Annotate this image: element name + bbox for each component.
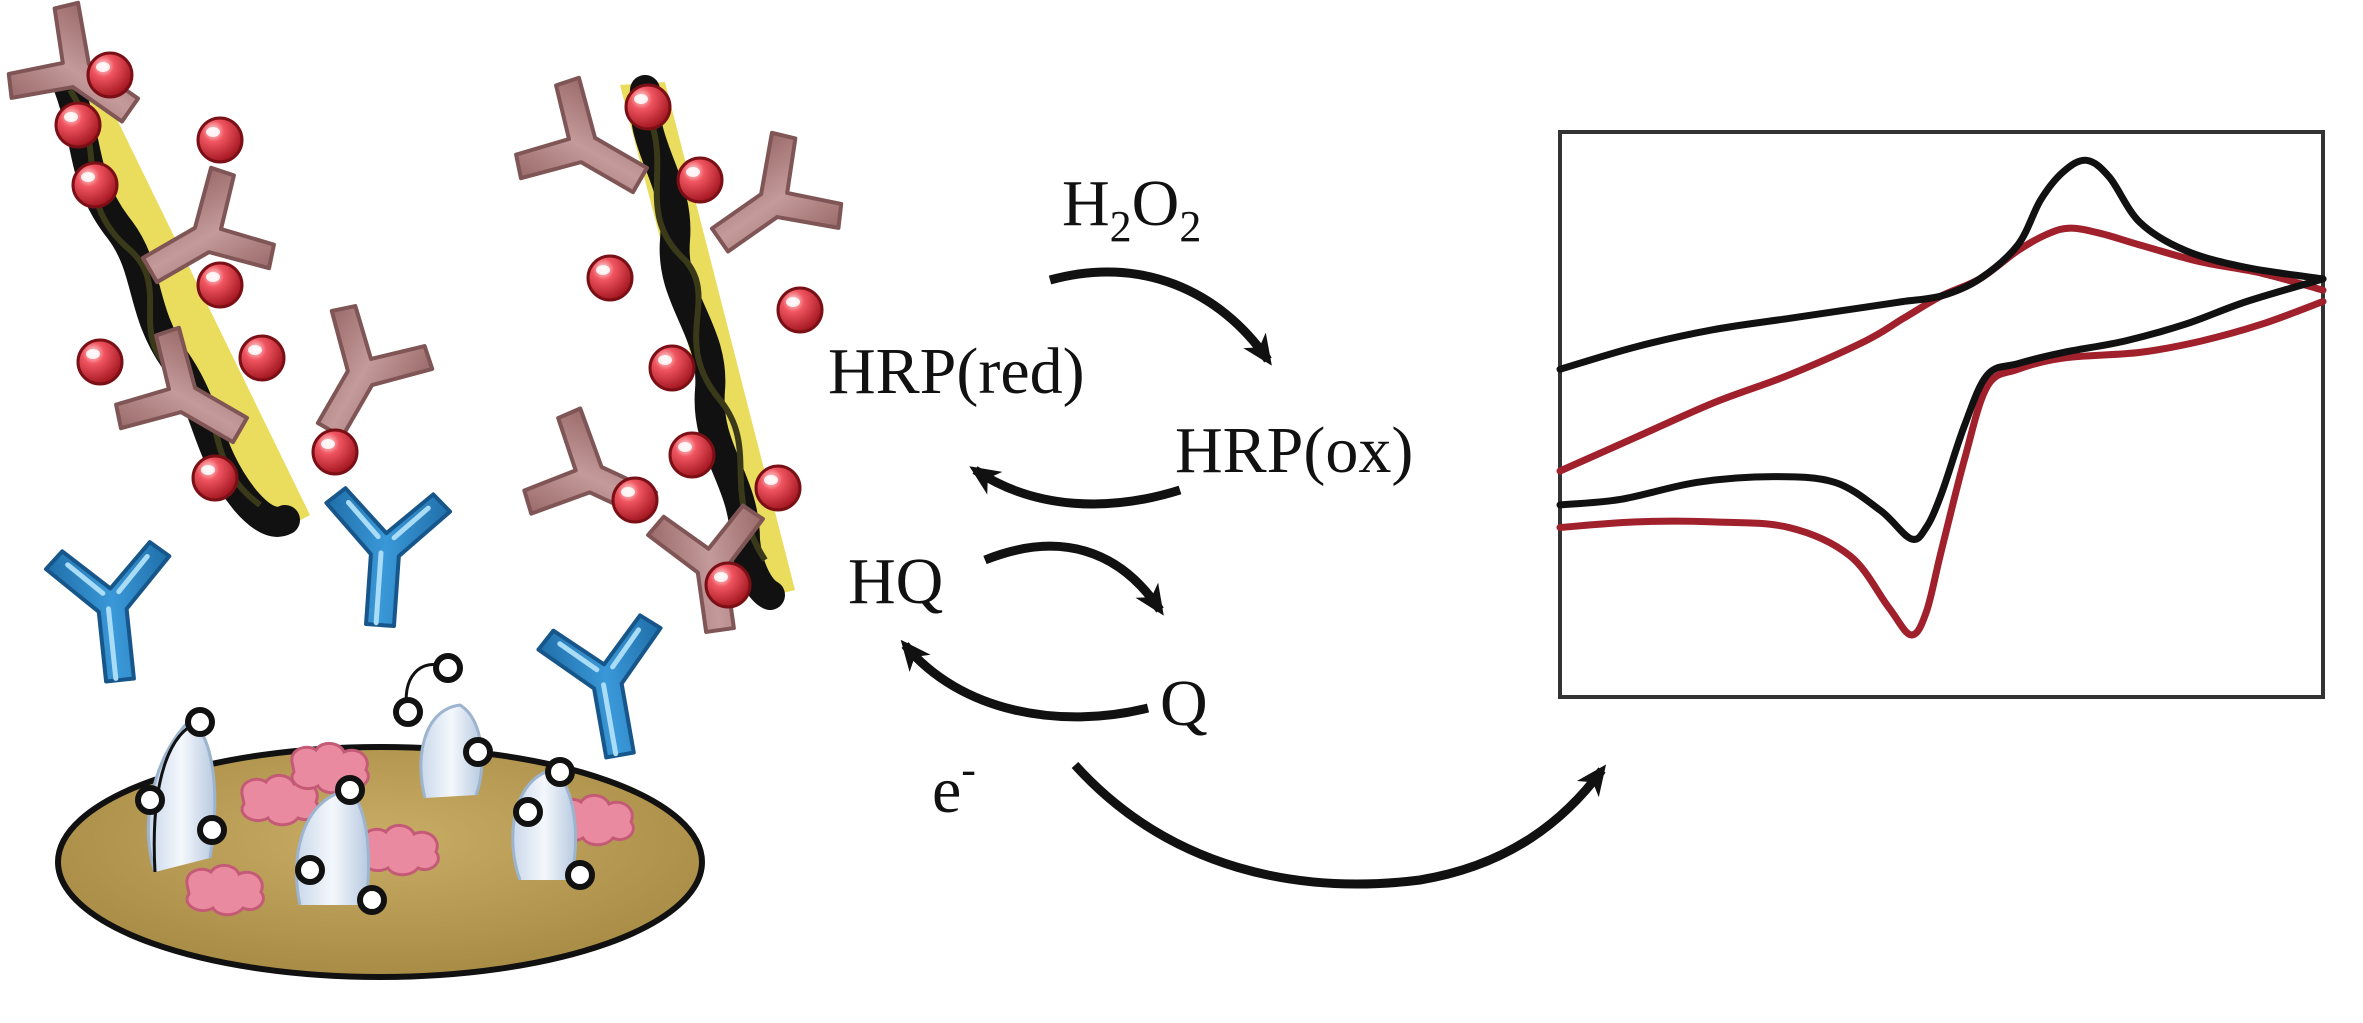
- arrow-hrpox-to-hrpred: [969, 466, 1182, 509]
- arrow-h2o2-to-hrpox: [1048, 267, 1272, 366]
- cv-trace-1-reverse: [1556, 298, 2327, 639]
- redox-bead: [71, 161, 119, 209]
- linker-loop: [396, 656, 490, 799]
- linker-loop: [138, 710, 224, 873]
- label-hq: HQ: [848, 545, 943, 618]
- linker-loop: [294, 778, 384, 912]
- reaction-scheme: H2O2 HRP(red) HRP(ox) HQ Q e-: [828, 167, 1607, 889]
- redox-bead: [76, 338, 124, 386]
- redox-bead: [196, 116, 244, 164]
- redox-bead: [648, 344, 696, 392]
- redox-bead: [196, 261, 244, 309]
- linker-loop: [511, 760, 592, 887]
- redox-bead: [624, 83, 672, 131]
- redox-bead: [776, 286, 824, 334]
- redox-bead: [668, 431, 716, 479]
- cv-chart: [1556, 130, 2327, 699]
- redox-bead: [754, 464, 802, 512]
- cv-trace-0-forward: [1556, 156, 2327, 373]
- nanotube-right: [505, 67, 854, 641]
- redox-bead: [238, 334, 286, 382]
- redox-bead: [191, 454, 239, 502]
- cv-series-group: [1556, 156, 2327, 639]
- cv-trace-0-reverse: [1556, 275, 2327, 543]
- protein-blob: [185, 863, 265, 917]
- redox-bead: [704, 561, 752, 609]
- capture-antibody: [318, 487, 451, 629]
- capture-antibody: [536, 612, 681, 765]
- cv-plot-frame: [1558, 130, 2325, 699]
- redox-bead: [676, 156, 724, 204]
- label-hrp-red: HRP(red): [828, 335, 1085, 408]
- redox-bead: [611, 476, 659, 524]
- protein-blob: [360, 823, 440, 877]
- arrow-hq-to-q: [983, 541, 1164, 616]
- capture-antibody: [44, 540, 181, 686]
- label-h2o2: H2O2: [1062, 167, 1201, 251]
- label-hrp-ox: HRP(ox): [1175, 414, 1413, 487]
- redox-bead: [586, 254, 634, 302]
- electrode-illustration: [0, 0, 854, 980]
- arrow-q-to-hq: [900, 639, 1150, 722]
- arrow-electron-to-cv: [1071, 761, 1607, 889]
- redox-bead: [54, 101, 102, 149]
- label-q: Q: [1160, 667, 1208, 740]
- label-electron: e-: [932, 745, 976, 827]
- redox-bead: [86, 51, 134, 99]
- redox-bead: [311, 428, 359, 476]
